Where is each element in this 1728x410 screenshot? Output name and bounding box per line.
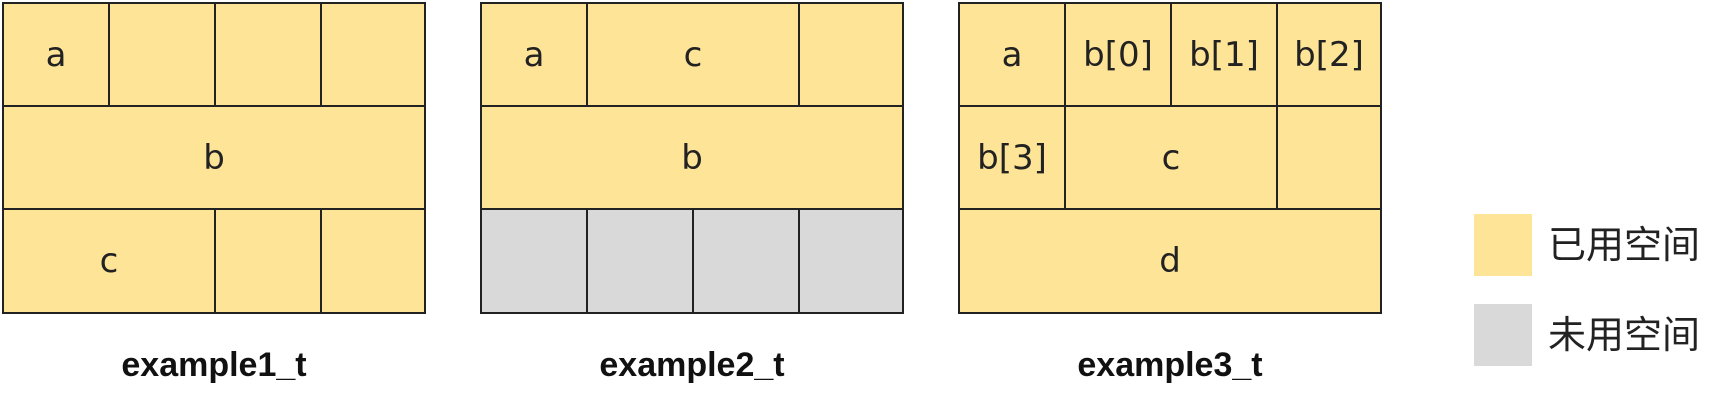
cell-c: c [588,4,800,107]
cell-a: a [960,4,1066,107]
cell-b3: b[3] [960,107,1066,210]
diagram-example3: a b[0] b[1] b[2] b[3] c d [958,2,1382,314]
cell-b2: b[2] [1278,4,1380,107]
cell-empty [216,210,322,312]
legend-swatch-unused [1474,304,1532,366]
caption-example2: example2_t [599,346,785,384]
cell-unused [588,210,694,312]
cell-b: b [482,107,902,210]
diagram-example2: a c b [480,2,904,314]
legend-label-used: 已用空间 [1548,223,1701,267]
cell-empty [1278,107,1380,210]
cell-empty [800,4,902,107]
cell-b: b [4,107,424,210]
legend-label-unused: 未用空间 [1548,313,1701,357]
cell-c: c [4,210,216,312]
caption-example1: example1_t [121,346,307,384]
cell-empty [216,4,322,107]
cell-c: c [1066,107,1278,210]
cell-a: a [482,4,588,107]
cell-unused [482,210,588,312]
cell-b1: b[1] [1172,4,1278,107]
cell-empty [322,4,424,107]
cell-empty [110,4,216,107]
cell-a: a [4,4,110,107]
diagram-example1: a b c [2,2,426,314]
cell-unused [694,210,800,312]
cell-empty [322,210,424,312]
caption-example3: example3_t [1077,346,1263,384]
cell-unused [800,210,902,312]
cell-d: d [960,210,1380,312]
cell-b0: b[0] [1066,4,1172,107]
legend-swatch-used [1474,214,1532,276]
